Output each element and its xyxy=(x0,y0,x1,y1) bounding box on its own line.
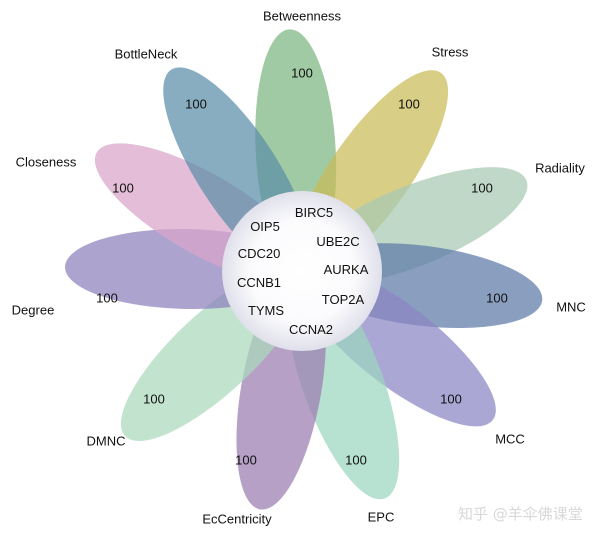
petal-name-label: EcCentricity xyxy=(202,511,272,526)
petal-name-label: Closeness xyxy=(16,154,77,169)
petal-name-label: Radiality xyxy=(535,160,585,175)
petal-count-label: 100 xyxy=(143,391,165,406)
gene-label: TYMS xyxy=(248,303,284,318)
center-core-circle xyxy=(222,191,382,351)
petal-name-label: BottleNeck xyxy=(115,46,178,61)
gene-label: TOP2A xyxy=(322,292,365,307)
petal-count-label: 100 xyxy=(291,65,313,80)
petal-count-label: 100 xyxy=(96,290,118,305)
petal-count-label: 100 xyxy=(185,96,207,111)
gene-label: CCNA2 xyxy=(289,322,333,337)
petal-name-label: MCC xyxy=(495,431,525,446)
petal-count-label: 100 xyxy=(398,96,420,111)
petal-count-label: 100 xyxy=(486,290,508,305)
petal-count-label: 100 xyxy=(235,452,257,467)
petal-name-label: MNC xyxy=(556,299,586,314)
petal-labels: Betweenness100Stress100Radiality100MNC10… xyxy=(12,8,586,526)
petal-name-label: Degree xyxy=(12,302,55,317)
gene-label: OIP5 xyxy=(250,219,280,234)
petal-count-label: 100 xyxy=(345,452,367,467)
petal-name-label: EPC xyxy=(368,509,395,524)
petal-name-label: Betweenness xyxy=(263,8,342,23)
center-gene-list: BIRC5 OIP5 UBE2C CDC20 AURKA CCNB1 TOP2A… xyxy=(237,205,369,337)
gene-label: AURKA xyxy=(324,262,369,277)
petal-count-label: 100 xyxy=(440,391,462,406)
gene-label: UBE2C xyxy=(316,234,359,249)
watermark-text: 知乎 @羊伞佛课堂 xyxy=(458,505,583,523)
petal-name-label: Stress xyxy=(432,44,469,59)
petal-name-label: DMNC xyxy=(87,433,126,448)
petal-count-label: 100 xyxy=(112,180,134,195)
gene-label: CCNB1 xyxy=(237,275,281,290)
gene-label: CDC20 xyxy=(238,246,281,261)
petal-count-label: 100 xyxy=(471,180,493,195)
gene-label: BIRC5 xyxy=(295,205,333,220)
